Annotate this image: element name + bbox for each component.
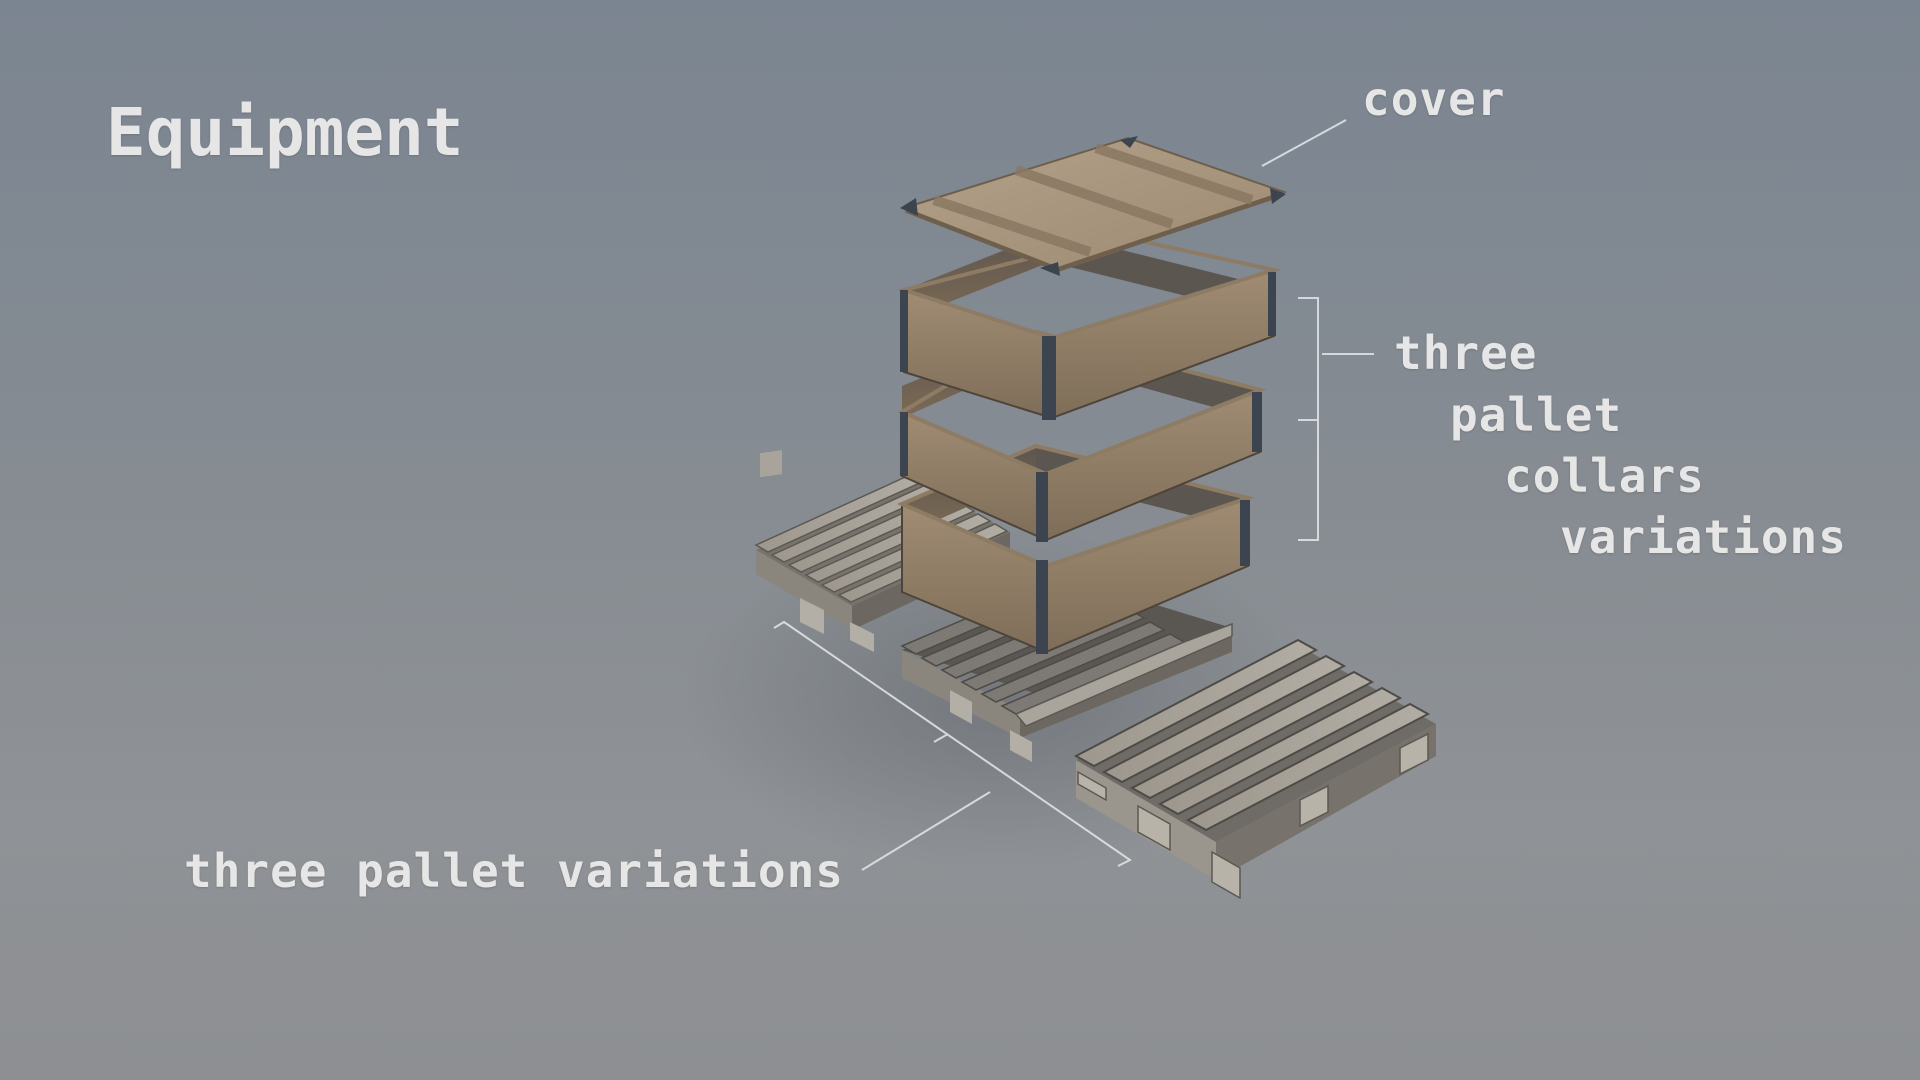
collars-label-line-2: pallet xyxy=(1450,388,1623,442)
collars-label-line-1: three xyxy=(1394,326,1538,380)
leader-lines xyxy=(773,119,1374,871)
pallets-bracket-tick xyxy=(933,733,949,743)
cover-label: cover xyxy=(1362,72,1506,126)
pallets-bracket xyxy=(773,620,1132,867)
cover-leader-line xyxy=(1261,119,1347,167)
collars-label-line-4: variations xyxy=(1560,510,1847,564)
pallet-3 xyxy=(1073,638,1436,900)
pallets-label: three pallet variations xyxy=(184,844,844,898)
collars-label-line-3: collars xyxy=(1504,449,1705,503)
pallets-leader-line xyxy=(861,791,991,871)
page-title: Equipment xyxy=(106,94,464,171)
cover xyxy=(900,136,1288,276)
